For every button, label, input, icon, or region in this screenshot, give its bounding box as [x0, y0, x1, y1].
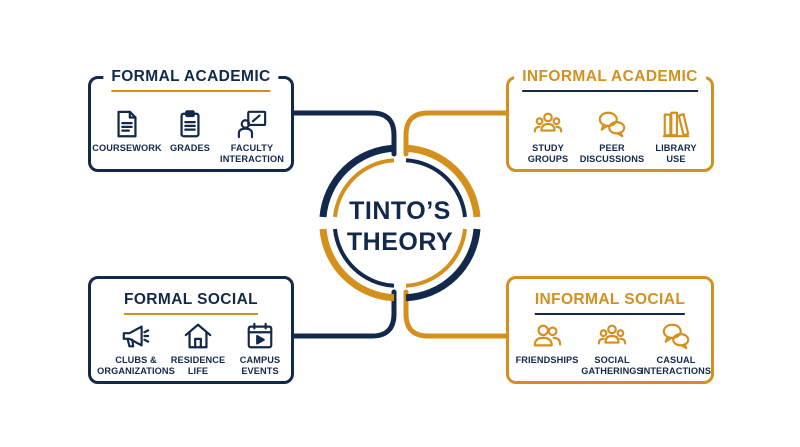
chat-bubbles-icon [662, 323, 690, 350]
informal-social-title: INFORMAL SOCIAL [526, 289, 694, 315]
ring-inner-top-right [405, 158, 467, 218]
item-social-gatherings: SOCIAL GATHERINGS [565, 321, 659, 377]
ring-outer-top-right [405, 144, 481, 218]
formal-social-title: FORMAL SOCIAL [115, 289, 267, 315]
item-clubs-organizations: CLUBS & ORGANIZATIONS [89, 321, 183, 377]
calendar-play-icon [247, 322, 273, 349]
teacher-icon [237, 110, 267, 139]
house-icon [184, 323, 212, 349]
friends-icon [533, 324, 562, 347]
item-study-groups: STUDY GROUPS [501, 109, 595, 165]
group-icon [533, 112, 563, 133]
center-title-line1: TINTO’S [349, 197, 451, 225]
item-residence-life: RESIDENCE LIFE [151, 321, 245, 377]
connector-informal-social [403, 289, 510, 339]
informal-academic-box: INFORMAL ACADEMIC STUDY GROUPS PEER DISC… [506, 66, 714, 172]
item-grades: GRADES [143, 109, 237, 154]
formal-academic-box: FORMAL ACADEMIC COURSEWORK GRADES FACULT… [88, 66, 294, 172]
item-friendships: FRIENDSHIPS [500, 321, 594, 366]
ring-inner-bottom-left [333, 228, 395, 288]
item-coursework: COURSEWORK [80, 109, 174, 154]
item-library-use: LIBRARY USE [629, 109, 723, 165]
megaphone-icon [122, 325, 150, 348]
item-peer-discussions: PEER DISCUSSIONS [565, 109, 659, 165]
item-faculty-interaction: FACULTY INTERACTION [205, 109, 299, 165]
ring-outer-bottom-left [319, 228, 395, 302]
ring-inner-top-left [333, 158, 395, 218]
clipboard-icon [180, 110, 200, 138]
ring-inner-bottom-right [405, 228, 467, 288]
connector-formal-social [290, 289, 397, 339]
informal-academic-title: INFORMAL ACADEMIC [514, 66, 706, 92]
group-icon [597, 324, 627, 345]
connector-formal-academic [290, 110, 397, 157]
ring-outer-top-left [319, 144, 395, 218]
ring-outer-bottom-right [405, 228, 481, 302]
chat-bubbles-icon [598, 111, 626, 138]
connector-informal-academic [403, 110, 510, 157]
item-campus-events: CAMPUS EVENTS [213, 321, 307, 377]
document-icon [117, 110, 137, 138]
informal-social-box: INFORMAL SOCIAL FRIENDSHIPS SOCIAL GATHE… [506, 276, 714, 384]
books-icon [662, 111, 690, 138]
formal-social-box: FORMAL SOCIAL CLUBS & ORGANIZATIONS RESI… [88, 276, 294, 384]
center-title-line2: THEORY [346, 228, 454, 256]
center-title: TINTO’S THEORY [338, 196, 462, 258]
item-casual-interactions: CASUAL INTERACTIONS [629, 321, 723, 377]
formal-academic-title: FORMAL ACADEMIC [103, 66, 279, 92]
